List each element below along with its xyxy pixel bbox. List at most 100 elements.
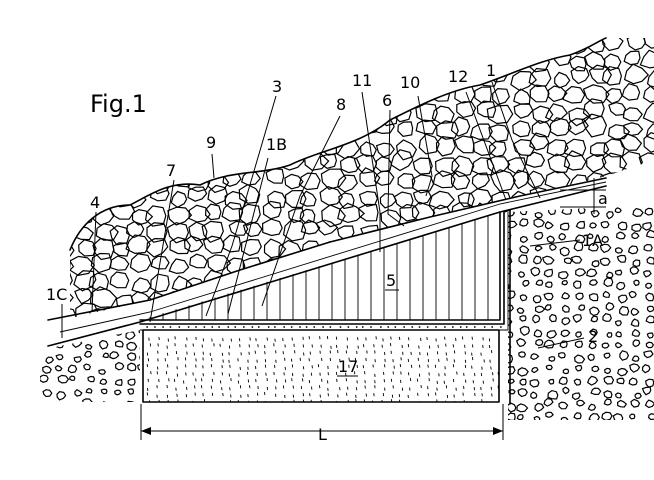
pebble bbox=[476, 236, 484, 242]
stone bbox=[187, 122, 205, 136]
stone bbox=[337, 174, 358, 193]
pebble bbox=[154, 411, 163, 418]
membrane-dot bbox=[418, 326, 421, 328]
stone bbox=[390, 149, 414, 172]
pebble bbox=[381, 307, 389, 314]
pebble bbox=[614, 207, 622, 214]
pebble bbox=[646, 305, 654, 313]
stone bbox=[626, 38, 647, 51]
pebble bbox=[463, 333, 469, 338]
pebble bbox=[281, 378, 289, 385]
pebble bbox=[28, 294, 35, 300]
pebble bbox=[182, 417, 188, 423]
pebble bbox=[629, 363, 641, 373]
stone bbox=[379, 193, 398, 209]
pebble bbox=[641, 386, 652, 396]
stone bbox=[373, 170, 395, 186]
pebble bbox=[447, 389, 456, 396]
pebble bbox=[437, 387, 445, 395]
stone bbox=[70, 52, 74, 72]
label-17: 17 bbox=[338, 357, 358, 376]
pebble bbox=[265, 357, 273, 363]
pebble bbox=[365, 211, 374, 219]
pebble bbox=[617, 294, 628, 304]
pebble bbox=[508, 290, 516, 300]
pebble bbox=[167, 343, 176, 351]
stone bbox=[127, 192, 147, 209]
pebble bbox=[265, 223, 274, 230]
stone bbox=[568, 308, 586, 318]
pebble bbox=[394, 363, 404, 372]
stone bbox=[298, 172, 321, 191]
stone bbox=[239, 38, 263, 56]
pebble bbox=[29, 234, 35, 240]
pebble bbox=[336, 270, 342, 275]
stone bbox=[531, 119, 552, 138]
pebble bbox=[436, 365, 444, 371]
stone bbox=[70, 38, 73, 53]
pebble bbox=[349, 413, 359, 421]
stone bbox=[300, 219, 321, 235]
pebble bbox=[586, 375, 599, 386]
pebble bbox=[267, 399, 275, 406]
pebble bbox=[363, 380, 369, 385]
stone bbox=[413, 303, 434, 318]
stone bbox=[228, 89, 248, 107]
pebble bbox=[480, 414, 487, 419]
pebble bbox=[126, 352, 137, 361]
stone bbox=[74, 172, 95, 191]
pebble bbox=[293, 378, 302, 385]
stone bbox=[169, 236, 191, 255]
pebble bbox=[269, 331, 276, 337]
stone bbox=[183, 235, 204, 253]
pebble bbox=[42, 365, 52, 374]
pebble bbox=[73, 400, 79, 405]
pebble bbox=[516, 403, 529, 413]
pebble bbox=[491, 381, 497, 386]
pebble bbox=[71, 411, 80, 418]
stone bbox=[319, 91, 338, 108]
pebble bbox=[138, 330, 140, 335]
pebble bbox=[307, 391, 316, 399]
stone bbox=[341, 121, 360, 139]
stone bbox=[281, 89, 299, 106]
pebble bbox=[239, 403, 245, 408]
pebble bbox=[226, 414, 232, 419]
membrane-dot bbox=[267, 326, 270, 328]
pebble bbox=[310, 304, 316, 308]
figure-title: Fig.1 bbox=[90, 90, 147, 118]
pebble bbox=[643, 243, 653, 252]
stone bbox=[450, 116, 471, 137]
pebble bbox=[73, 356, 82, 363]
pebble bbox=[323, 308, 330, 314]
stone bbox=[188, 204, 211, 223]
pebble bbox=[172, 233, 179, 238]
label-9: 9 bbox=[206, 133, 216, 152]
pebble bbox=[71, 339, 83, 349]
stone bbox=[207, 184, 228, 205]
stone bbox=[494, 275, 516, 293]
pebble bbox=[508, 412, 516, 420]
pebble bbox=[251, 245, 257, 250]
pebble bbox=[368, 332, 376, 338]
stone bbox=[428, 190, 455, 210]
pebble bbox=[157, 368, 166, 375]
stone bbox=[113, 118, 133, 134]
stone bbox=[302, 135, 325, 154]
stone bbox=[356, 113, 381, 135]
stone bbox=[432, 170, 456, 189]
membrane-dot bbox=[211, 326, 214, 328]
pebble bbox=[116, 404, 122, 410]
pebble bbox=[42, 244, 52, 252]
membrane-dot bbox=[355, 326, 358, 328]
pebble bbox=[84, 326, 93, 334]
pebble bbox=[363, 234, 370, 240]
pebble bbox=[547, 257, 554, 264]
soil-right bbox=[28, 205, 654, 423]
pebble bbox=[60, 403, 68, 409]
pebble bbox=[419, 342, 428, 349]
pebble bbox=[599, 257, 611, 267]
pebble bbox=[519, 315, 527, 322]
pebble bbox=[241, 365, 249, 371]
pebble bbox=[325, 213, 331, 218]
